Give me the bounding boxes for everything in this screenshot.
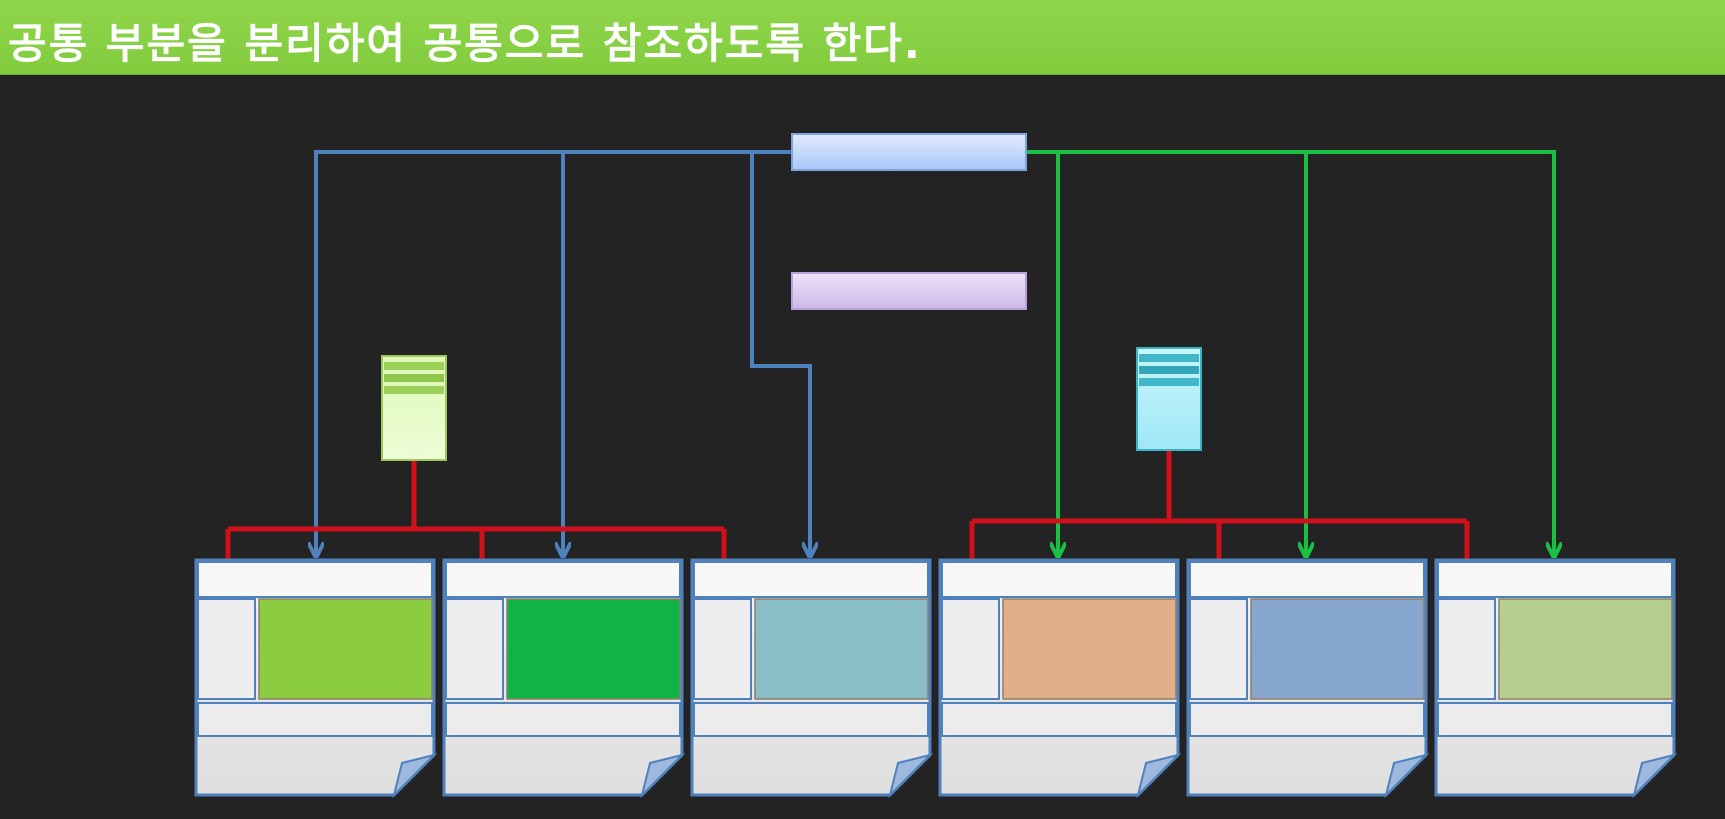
page-side-area: [445, 598, 504, 700]
green-connector-group: [1026, 150, 1554, 555]
page-side-area: [941, 598, 1000, 700]
page-side-area: [1437, 598, 1496, 700]
red-connector-line: [228, 460, 724, 532]
page-content-area: [754, 598, 929, 700]
title-bar: 공통 부분을 분리하여 공통으로 참조하도록 한다.: [0, 0, 1725, 75]
shared-footer-bar: [791, 272, 1027, 310]
slide-title: 공통 부분을 분리하여 공통으로 참조하도록 한다.: [8, 19, 922, 68]
page-header-area: [693, 561, 929, 598]
page-footer-area: [693, 702, 929, 737]
page-footer-area: [197, 702, 433, 737]
blue-connector-group: [316, 150, 810, 555]
red-connector-line: [972, 450, 1467, 524]
page-content-area: [1498, 598, 1673, 700]
page-fold-corner: [888, 753, 934, 799]
page-fold-corner: [640, 753, 686, 799]
page-footer-area: [445, 702, 681, 737]
shared-green-side-menu: [381, 355, 447, 461]
page-fold-corner: [1632, 753, 1678, 799]
page-content-area: [506, 598, 681, 700]
page-fold-corner: [392, 753, 438, 799]
shared-header-bar: [791, 133, 1027, 171]
page-side-area: [693, 598, 752, 700]
page-side-area: [197, 598, 256, 700]
page-content-area: [258, 598, 433, 700]
page-mockup: [690, 558, 934, 799]
page-group: [194, 558, 1678, 799]
page-footer-area: [1437, 702, 1673, 737]
page-mockup: [442, 558, 686, 799]
page-mockup: [194, 558, 438, 799]
page-mockup: [938, 558, 1182, 799]
page-header-area: [1437, 561, 1673, 598]
shared-cyan-side-menu: [1136, 347, 1202, 451]
page-content-area: [1002, 598, 1177, 700]
page-header-area: [197, 561, 433, 598]
page-header-area: [1189, 561, 1425, 598]
blue-connector-line: [316, 150, 792, 555]
page-footer-area: [941, 702, 1177, 737]
page-mockup: [1434, 558, 1678, 799]
page-footer-area: [1189, 702, 1425, 737]
green-connector-line: [1026, 150, 1554, 555]
blue-connector-line: [750, 152, 810, 555]
page-mockup: [1186, 558, 1430, 799]
page-fold-corner: [1384, 753, 1430, 799]
page-fold-corner: [1136, 753, 1182, 799]
page-side-area: [1189, 598, 1248, 700]
page-header-area: [445, 561, 681, 598]
page-content-area: [1250, 598, 1425, 700]
page-header-area: [941, 561, 1177, 598]
